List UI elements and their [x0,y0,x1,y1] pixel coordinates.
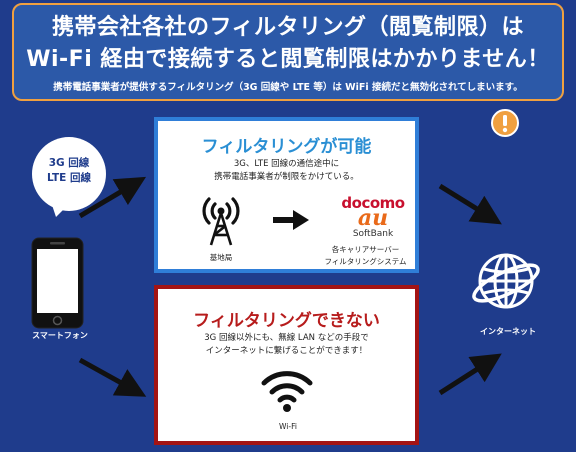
smartphone-label: スマートフォン [32,331,88,340]
carrier-softbank: SoftBank [352,229,394,239]
filtering-possible-title: フィルタリングが可能 [201,137,372,157]
arrow-wifi-to-internet [438,353,502,396]
network-bubble: 3G 回線 LTE 回線 [32,137,106,211]
bubble-line-3g: 3G 回線 [48,157,90,169]
carrier-docomo: docomo [341,194,405,212]
wifi-icon [261,371,313,412]
filtering-possible-box: フィルタリングが可能 3G、LTE 回線の通信途中に 携帯電話事業者が制限をかけ… [154,117,419,273]
wifi-label: Wi-Fi [279,422,297,431]
smartphone-icon [31,237,84,329]
filtering-impossible-box: フィルタリングできない 3G 回線以外にも、無線 LAN などの手段で インター… [154,285,419,445]
bubble-tail [52,205,68,217]
filtering-impossible-desc-2: インターネットに繋げることができます！ [205,346,368,356]
arrow-right-icon [273,210,309,230]
cell-tower-icon [202,197,240,246]
header-note: 携帯電話事業者が提供するフィルタリング（3G 回線や LTE 等）は WiFi … [53,82,523,93]
globe-icon [472,253,540,309]
filtering-impossible-desc-1: 3G 回線以外にも、無線 LAN などの手段で [204,333,369,343]
filtering-possible-desc-2: 携帯電話事業者が制限をかけている。 [214,172,359,182]
exclamation-icon [491,109,519,137]
arrow-filter-to-internet [438,183,502,225]
carrier-au: au [357,205,389,231]
filtering-possible-desc-1: 3G、LTE 回線の通信途中に [233,159,340,169]
internet-label: インターネット [480,327,536,336]
arrow-phone-to-wifi [78,357,147,397]
carrier-server-label-2: フィルタリングシステム [324,257,407,266]
bubble-line-lte: LTE 回線 [47,172,91,184]
header-banner: 携帯会社各社のフィルタリング（閲覧制限）は Wi-Fi 経由で接続すると閲覧制限… [12,3,564,101]
header-title-line1: 携帯会社各社のフィルタリング（閲覧制限）は [51,15,525,40]
arrow-phone-to-filter [78,176,147,219]
carrier-server-label-1: 各キャリアサーバー [331,245,400,254]
header-title-line2: Wi-Fi 経由で接続すると閲覧制限はかかりません！ [26,47,550,72]
base-station-label: 基地局 [209,253,233,262]
carrier-server-label: 各キャリアサーバー フィルタリングシステム [308,244,423,268]
filtering-impossible-title: フィルタリングできない [193,311,380,331]
